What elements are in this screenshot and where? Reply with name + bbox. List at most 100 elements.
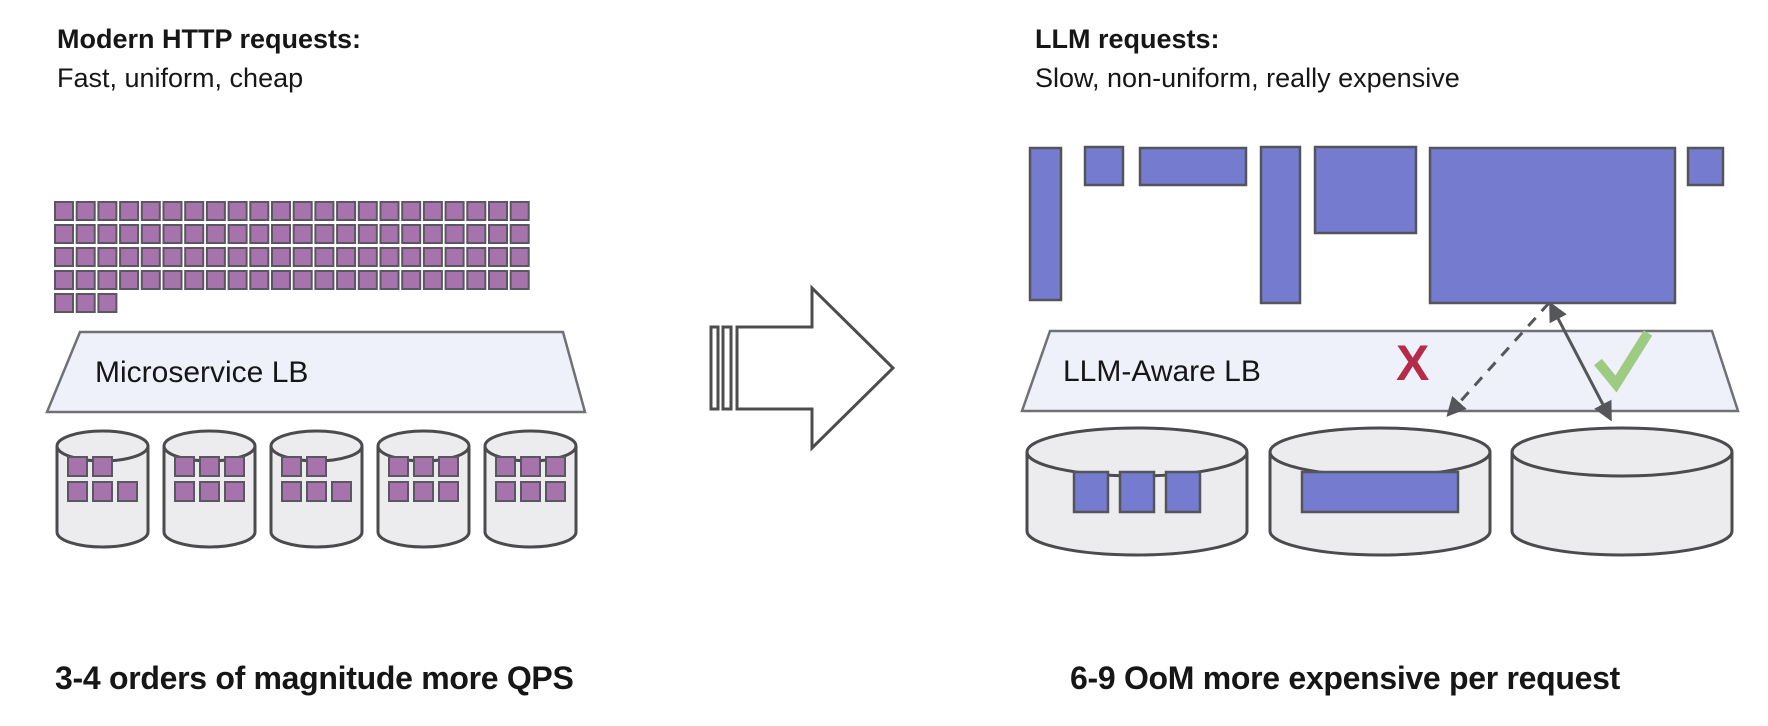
http-request-square — [184, 201, 205, 221]
left-title: Modern HTTP requests: — [57, 24, 362, 54]
http-request-square — [336, 201, 357, 221]
http-request-square — [292, 270, 313, 290]
http-request-square — [292, 247, 313, 267]
server-load-square — [174, 481, 195, 502]
http-server-1 — [55, 429, 150, 549]
llm-server-3 — [1510, 426, 1734, 557]
http-request-square — [97, 293, 118, 313]
llm-request-4 — [1259, 145, 1302, 305]
server-load-block — [1118, 470, 1156, 514]
server-load-square — [331, 481, 352, 502]
http-request-square — [205, 270, 226, 290]
http-request-square — [119, 224, 140, 244]
llm-server-1 — [1025, 426, 1249, 557]
server-load-square — [92, 456, 113, 477]
http-request-square — [249, 247, 270, 267]
server-load-square — [67, 456, 88, 477]
server-load-block — [1300, 470, 1460, 514]
server-load-block — [1164, 470, 1202, 514]
http-request-square — [314, 270, 335, 290]
http-request-square — [249, 201, 270, 221]
llm-lb-label: LLM-Aware LB — [1063, 355, 1261, 388]
right-subtitle: Slow, non-uniform, really expensive — [1035, 63, 1460, 93]
http-request-square — [119, 247, 140, 267]
http-request-square — [357, 201, 378, 221]
arrow-body — [735, 284, 896, 452]
server-load-square — [174, 456, 195, 477]
http-request-square — [227, 247, 248, 267]
microservice-lb-shape — [45, 330, 587, 414]
server-load-square — [495, 481, 516, 502]
http-request-square — [75, 224, 96, 244]
good-route-arrow — [1549, 301, 1612, 422]
http-request-square — [205, 201, 226, 221]
http-request-square — [162, 247, 183, 267]
http-request-square — [184, 224, 205, 244]
http-request-square — [336, 247, 357, 267]
server-load-square — [199, 481, 220, 502]
http-request-square — [75, 201, 96, 221]
http-request-square — [357, 247, 378, 267]
http-request-square — [271, 247, 291, 267]
server-top — [1510, 426, 1734, 478]
http-request-square — [466, 247, 487, 267]
http-server-4 — [376, 429, 471, 549]
http-request-square — [227, 224, 248, 244]
http-request-square — [444, 201, 465, 221]
http-request-square — [444, 247, 465, 267]
transform-arrow-icon — [709, 284, 896, 452]
server-load-square — [520, 456, 541, 477]
http-request-square — [379, 247, 400, 267]
server-load-square — [438, 481, 459, 502]
http-request-square — [140, 201, 161, 221]
http-request-square — [357, 270, 378, 290]
http-request-square — [184, 270, 205, 290]
http-request-square — [422, 224, 443, 244]
llm-server-group — [1025, 426, 1734, 557]
http-request-square — [466, 201, 487, 221]
left-caption: 3-4 orders of magnitude more QPS — [55, 660, 574, 696]
http-request-square — [97, 270, 118, 290]
llm-request-7 — [1686, 146, 1725, 187]
http-request-square — [509, 247, 530, 267]
arrow-bar-2 — [721, 325, 733, 411]
http-request-square — [379, 270, 400, 290]
right-title: LLM requests: — [1035, 24, 1220, 54]
server-load-square — [388, 481, 409, 502]
http-server-5 — [483, 429, 578, 549]
http-request-square — [140, 224, 161, 244]
llm-server-2 — [1268, 426, 1492, 557]
http-request-square — [162, 270, 183, 290]
http-request-square — [205, 224, 226, 244]
http-server-2 — [162, 429, 257, 549]
http-request-square — [509, 224, 530, 244]
http-request-square — [444, 224, 465, 244]
http-request-square — [119, 270, 140, 290]
server-load-square — [545, 481, 566, 502]
http-request-square — [75, 247, 96, 267]
server-load-square — [306, 481, 327, 502]
http-request-square — [422, 201, 443, 221]
http-request-square — [97, 201, 118, 221]
http-request-square — [292, 201, 313, 221]
server-load-square — [117, 481, 138, 502]
llm-request-5 — [1313, 145, 1418, 235]
http-request-square — [401, 270, 422, 290]
http-request-square — [205, 247, 226, 267]
http-request-square — [292, 224, 313, 244]
left-subtitle: Fast, uniform, cheap — [57, 63, 304, 93]
server-load-square — [413, 481, 434, 502]
server-load-square — [388, 456, 409, 477]
http-request-square — [54, 293, 74, 313]
http-request-square — [336, 270, 357, 290]
http-request-square — [357, 224, 378, 244]
reject-x-mark: X — [1396, 335, 1430, 391]
http-request-square — [75, 270, 96, 290]
server-load-square — [520, 481, 541, 502]
http-request-square — [401, 224, 422, 244]
http-request-square — [336, 224, 357, 244]
http-request-square — [97, 247, 118, 267]
http-request-square — [379, 201, 400, 221]
server-load-square — [224, 481, 245, 502]
